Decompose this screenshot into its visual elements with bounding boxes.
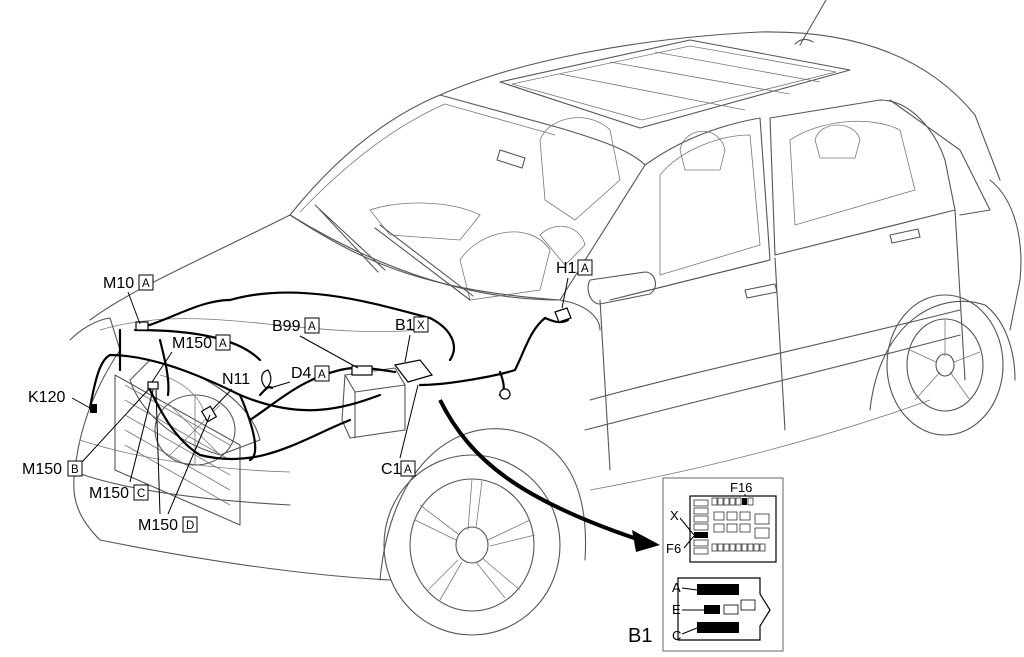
label-d4-badge-box <box>314 365 330 382</box>
label-m150d-variant: D <box>186 520 194 532</box>
label-b1-badge-box <box>413 316 429 333</box>
label-h1-variant: A <box>581 263 589 275</box>
label-m150c-code: M150 <box>89 485 129 502</box>
connector-label-a: A <box>672 580 681 595</box>
label-m150a-variant: A <box>219 338 227 350</box>
wiring-harness <box>88 291 660 552</box>
fuse-label-x: X <box>670 508 679 523</box>
label-m10: M10 A <box>103 274 154 325</box>
label-b99-variant: A <box>308 321 316 333</box>
label-n11: N11 <box>211 371 250 411</box>
connector-block: A E C <box>672 577 771 643</box>
label-m150b-variant: B <box>71 464 79 476</box>
label-n11-code: N11 <box>222 371 250 388</box>
label-m150d-code: M150 <box>138 517 178 534</box>
fuse-label-f6: F6 <box>666 541 681 556</box>
label-m150b-badge-box <box>67 460 83 477</box>
label-b99-code: B99 <box>272 318 301 335</box>
label-m150d-badge-box <box>182 516 198 533</box>
connector-label-e: E <box>672 602 681 617</box>
label-b1-variant: X <box>417 320 425 332</box>
label-b99: B99 A <box>272 317 359 369</box>
label-b99-badge-box <box>304 317 320 334</box>
label-b1: B1 X <box>395 316 429 363</box>
label-m150a: M150 A <box>151 334 231 383</box>
label-m150a-code: M150 <box>172 335 212 352</box>
label-m150d: M150 D <box>138 389 211 534</box>
label-k120-code: K120 <box>28 389 65 406</box>
label-h1-code: H1 <box>556 260 577 277</box>
label-d4-variant: A <box>318 369 326 381</box>
label-c1-badge-box <box>400 460 416 477</box>
label-m10-badge-box <box>138 274 154 291</box>
label-b1-code: B1 <box>395 317 415 334</box>
label-m150b-code: M150 <box>22 461 62 478</box>
label-d4: D4 A <box>269 365 330 389</box>
label-m150c-badge-box <box>133 484 149 501</box>
label-c1: C1 A <box>381 384 419 478</box>
label-m150c-variant: C <box>137 488 145 500</box>
label-h1-badge-box <box>577 259 593 276</box>
fuse-box: F16 <box>666 480 777 563</box>
label-m150a-badge-box <box>215 334 231 351</box>
connector-label-c: C <box>672 628 681 643</box>
label-c1-code: C1 <box>381 461 402 478</box>
label-m150b: M150 B <box>22 387 151 478</box>
fuse-label-f16: F16 <box>730 480 752 495</box>
label-k120: K120 <box>28 389 91 409</box>
component-labels: M10 A M150 A K120 N11 B99 A <box>22 259 593 534</box>
label-m150c: M150 C <box>89 389 154 502</box>
inset-b1: F16 <box>628 477 784 652</box>
label-m10-variant: A <box>142 278 150 290</box>
label-d4-code: D4 <box>291 365 312 382</box>
inset-title: B1 <box>628 625 652 647</box>
car-outline <box>69 0 1022 636</box>
label-m10-code: M10 <box>103 275 134 292</box>
label-c1-variant: A <box>404 464 412 476</box>
label-h1: H1 A <box>556 259 593 309</box>
